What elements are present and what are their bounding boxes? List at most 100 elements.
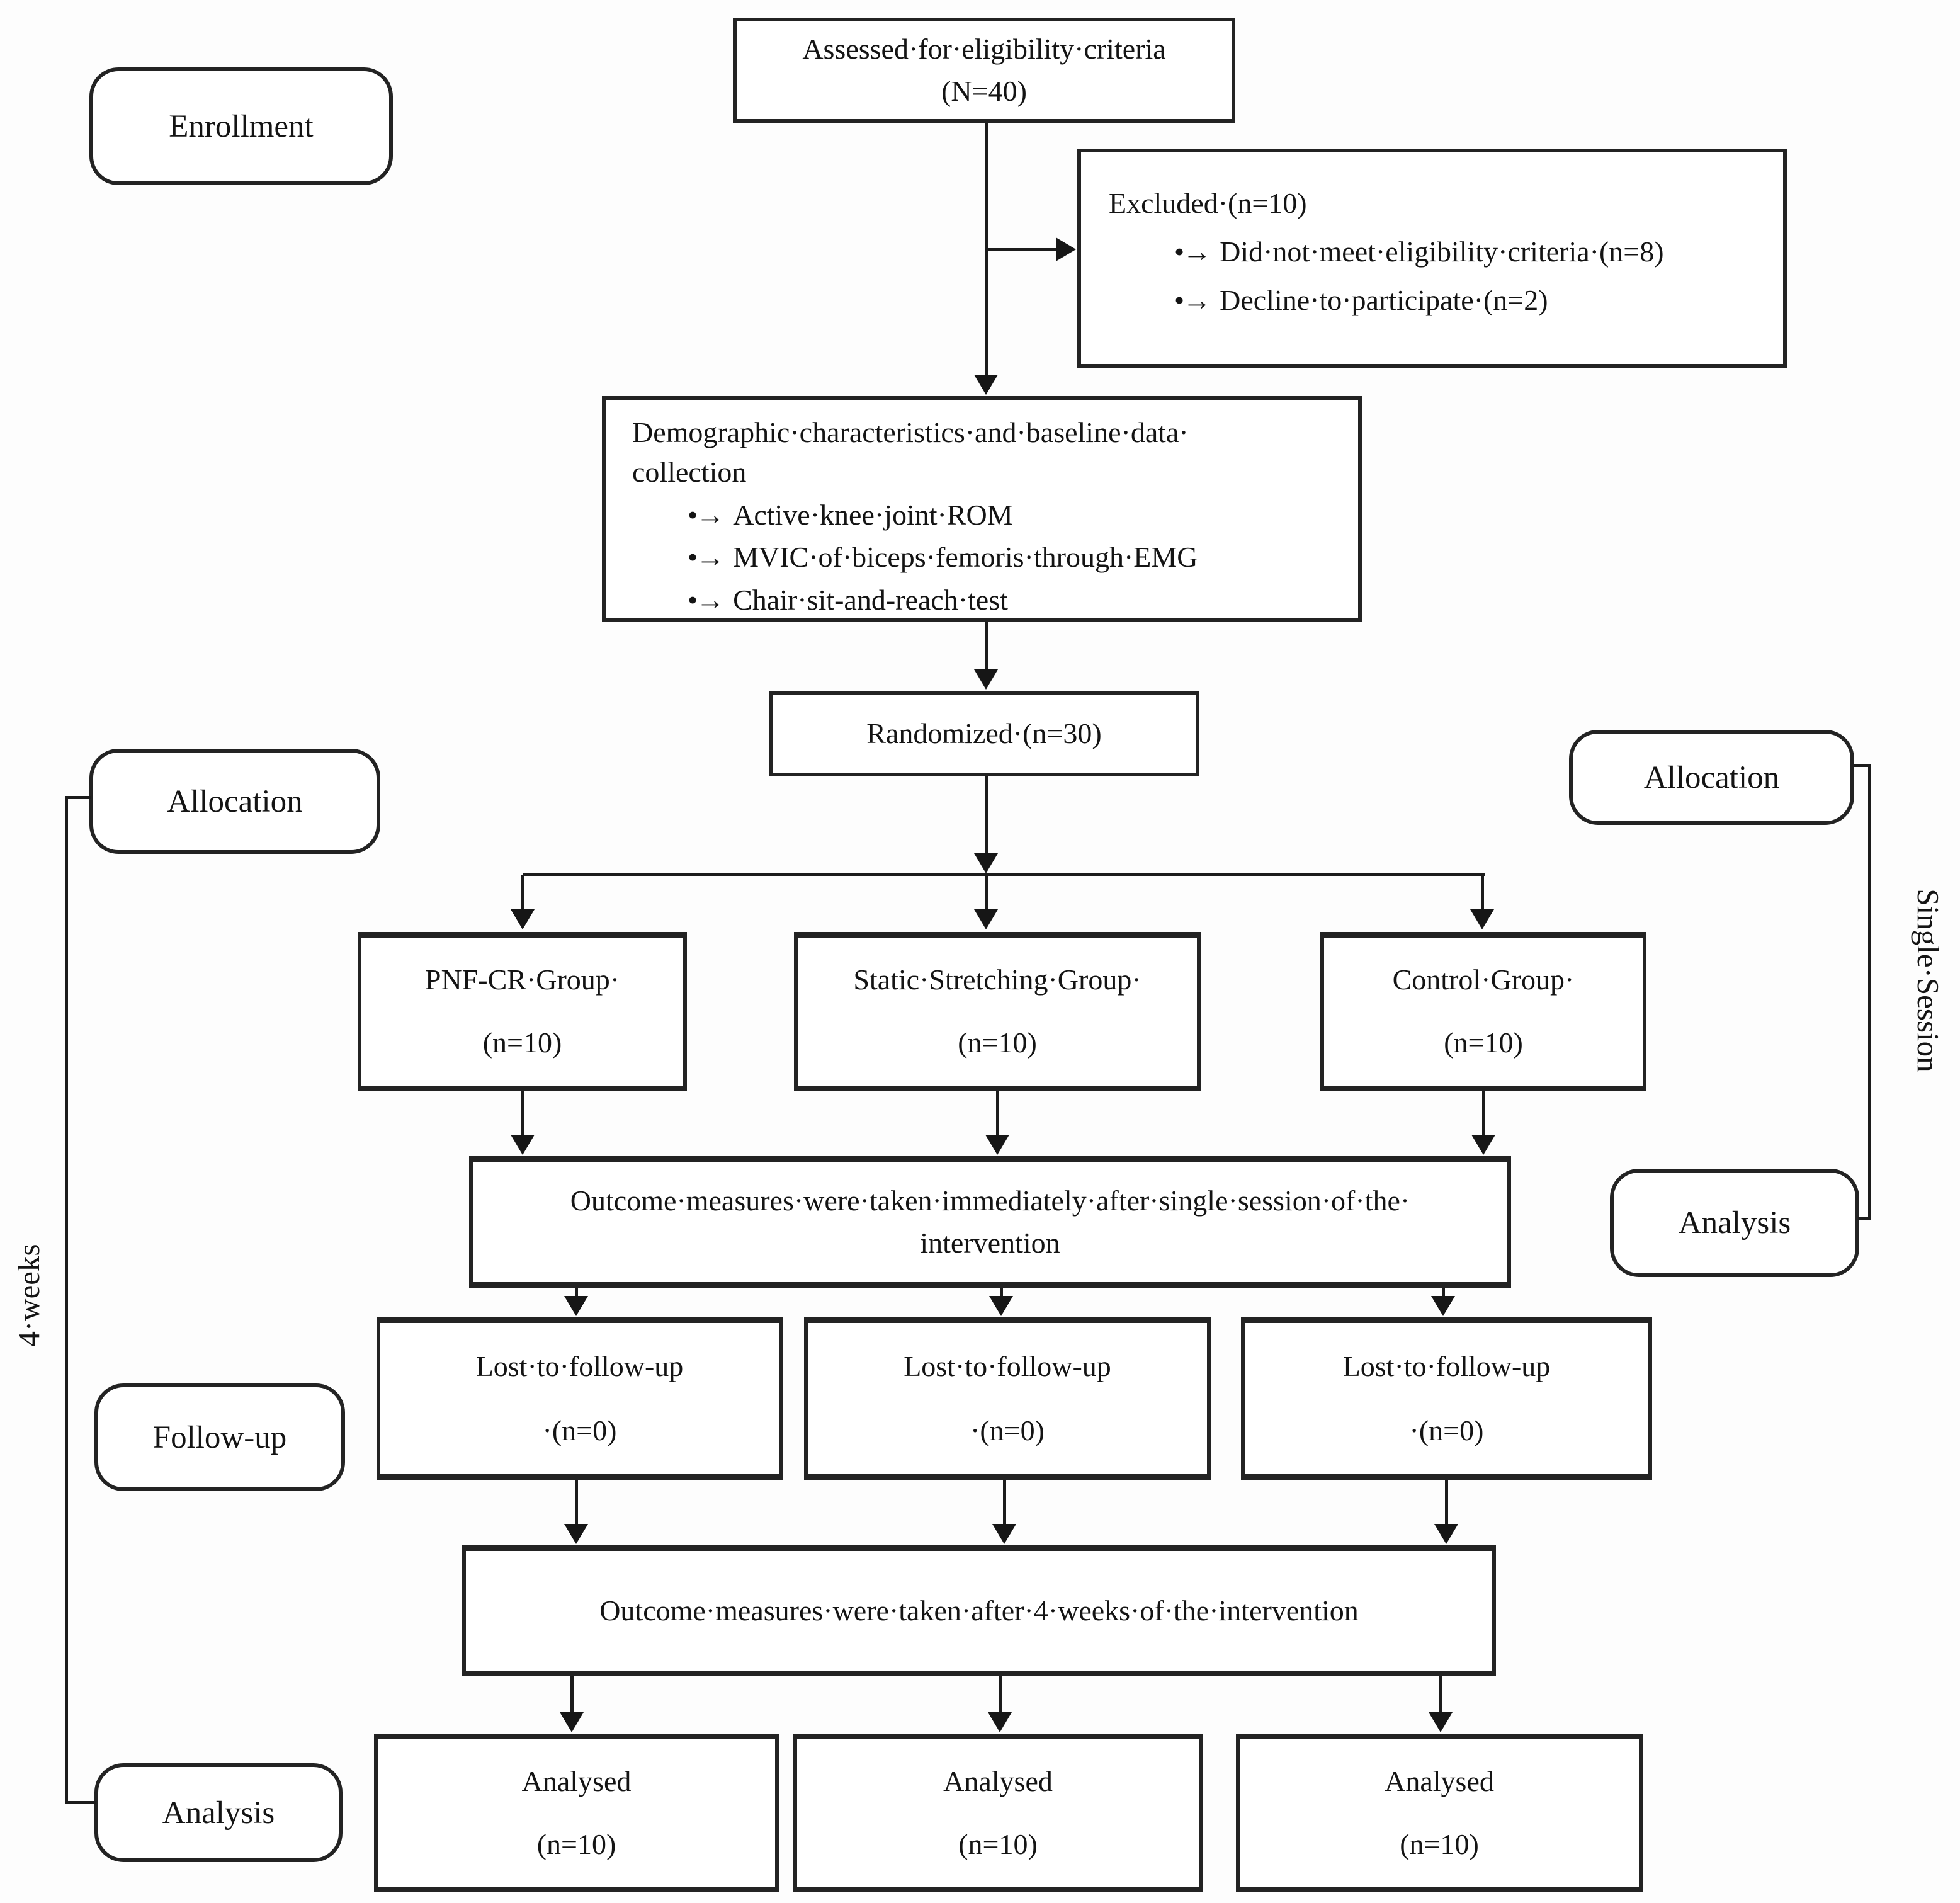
bullet-icon: •→: [1174, 284, 1211, 316]
arrowhead-analysed2: [988, 1712, 1012, 1732]
lost-line1: Lost·to·follow-up: [475, 1349, 684, 1382]
arrowhead-outcome1-left: [511, 1135, 535, 1155]
group-box-static-stretching: Static·Stretching·Group· (n=10): [794, 932, 1201, 1091]
arrowhead-into-excluded: [1056, 237, 1076, 261]
connector-outcome2-to-analysed2: [999, 1676, 1002, 1714]
randomized-box: Randomized·(n=30): [769, 691, 1199, 776]
group-name: Static·Stretching·Group·: [853, 963, 1141, 996]
arrowhead-outcome1-center: [985, 1135, 1009, 1155]
arrowhead-lost3: [1431, 1296, 1455, 1316]
lost-followup-box-2: Lost·to·follow-up ·(n=0): [804, 1317, 1211, 1480]
arrowhead-into-baseline: [974, 375, 998, 395]
connector-outcome1-to-lost1: [575, 1288, 578, 1298]
group-box-pnf-cr: PNF-CR·Group· (n=10): [358, 932, 687, 1091]
baseline-title-line1: Demographic·characteristics·and·baseline…: [632, 416, 1189, 448]
lost-line2: ·(n=0): [1409, 1414, 1484, 1446]
lost-line2: ·(n=0): [542, 1414, 617, 1446]
randomized-label: Randomized·(n=30): [866, 717, 1102, 749]
connector-assessed-to-baseline: [985, 123, 988, 387]
lost-followup-box-1: Lost·to·follow-up ·(n=0): [377, 1317, 783, 1480]
connector-branch-to-control: [1481, 875, 1484, 910]
arrowhead-into-pnf: [511, 909, 535, 929]
excluded-item: Did·not·meet·eligibility·criteria·(n=8): [1220, 236, 1664, 268]
connector-control-to-outcome1: [1482, 1091, 1485, 1135]
baseline-item: MVIC·of·biceps·femoris·through·EMG: [733, 541, 1198, 574]
outcome-single-session-box: Outcome·measures·were·taken·immediately·…: [469, 1156, 1511, 1288]
analysed-box-3: Analysed (n=10): [1236, 1734, 1643, 1892]
bracket-left-vertical: [65, 796, 68, 1804]
arrowhead-lost2: [989, 1296, 1013, 1316]
arrowhead-into-control: [1470, 909, 1494, 929]
excluded-title: Excluded·(n=10): [1109, 187, 1307, 219]
bracket-right-bottom-hook: [1858, 1217, 1871, 1220]
stage-label-analysis-right: Analysis: [1610, 1169, 1859, 1277]
excluded-item: Decline·to·participate·(n=2): [1220, 284, 1548, 316]
connector-randomized-to-branch: [985, 776, 988, 855]
group-n: (n=10): [1444, 1026, 1523, 1059]
arrowhead-outcome2-right: [1434, 1524, 1458, 1544]
excluded-box: Excluded·(n=10) •→ Did·not·meet·eligibil…: [1077, 149, 1787, 368]
bracket-right-top-hook: [1854, 764, 1871, 767]
connector-lost1-to-outcome2: [575, 1480, 578, 1525]
bullet-icon: •→: [1174, 236, 1211, 268]
analysed-box-1: Analysed (n=10): [374, 1734, 779, 1892]
stage-label-allocation-left: Allocation: [89, 749, 380, 854]
outcome-4-weeks-box: Outcome·measures·were·taken·after·4·week…: [462, 1545, 1496, 1676]
bracket-right-vertical: [1868, 764, 1871, 1220]
connector-lost2-to-outcome2: [1003, 1480, 1006, 1525]
arrowhead-outcome1-right: [1471, 1135, 1495, 1155]
analysed-line1: Analysed: [1385, 1764, 1494, 1797]
analysed-line2: (n=10): [958, 1827, 1038, 1860]
lost-line2: ·(n=0): [970, 1414, 1045, 1446]
baseline-item: Chair·sit-and-reach·test: [733, 583, 1008, 616]
group-name: PNF-CR·Group·: [424, 963, 620, 996]
arrowhead-into-randomized: [974, 669, 998, 690]
branch-horizontal-line: [523, 873, 1485, 876]
connector-outcome2-to-analysed1: [570, 1676, 574, 1714]
assessed-line1: Assessed·for·eligibility·criteria: [802, 32, 1166, 65]
baseline-data-box: Demographic·characteristics·and·baseline…: [602, 396, 1362, 622]
connector-outcome1-to-lost3: [1442, 1288, 1445, 1298]
analysed-box-2: Analysed (n=10): [793, 1734, 1203, 1892]
bracket-left-bottom-hook: [65, 1801, 96, 1804]
outcome-4weeks-label: Outcome·measures·were·taken·after·4·week…: [599, 1594, 1359, 1627]
arrowhead-lost1: [564, 1296, 588, 1316]
connector-static-to-outcome1: [996, 1091, 999, 1135]
connector-lost3-to-outcome2: [1445, 1480, 1448, 1525]
outcome-single-line2: intervention: [920, 1226, 1060, 1259]
connector-baseline-to-randomized: [985, 622, 988, 673]
connector-outcome1-to-lost2: [1000, 1288, 1003, 1298]
connector-branch-to-static: [985, 875, 988, 910]
arrowhead-outcome2-center: [992, 1524, 1016, 1544]
group-name: Control·Group·: [1392, 963, 1575, 996]
baseline-title-line2: collection: [632, 456, 747, 489]
stage-label-enrollment: Enrollment: [89, 67, 393, 185]
arrowhead-into-static: [974, 909, 998, 929]
analysed-line2: (n=10): [1400, 1827, 1479, 1860]
analysed-line2: (n=10): [536, 1827, 616, 1860]
group-box-control: Control·Group· (n=10): [1320, 932, 1646, 1091]
lost-line1: Lost·to·follow-up: [904, 1349, 1111, 1382]
lost-followup-box-3: Lost·to·follow-up ·(n=0): [1241, 1317, 1652, 1480]
bracket-left-top-hook: [65, 796, 91, 799]
group-n: (n=10): [482, 1026, 562, 1059]
bullet-icon: •→: [688, 541, 725, 574]
analysed-line1: Analysed: [943, 1764, 1053, 1797]
assessed-line2: (N=40): [941, 74, 1027, 107]
bullet-icon: •→: [688, 583, 725, 616]
lost-line1: Lost·to·follow-up: [1342, 1349, 1551, 1382]
outcome-single-line1: Outcome·measures·were·taken·immediately·…: [570, 1184, 1410, 1217]
analysed-line1: Analysed: [521, 1764, 632, 1797]
baseline-item: Active·knee·joint·ROM: [733, 498, 1013, 531]
arrowhead-analysed1: [560, 1712, 584, 1732]
stage-label-analysis-left: Analysis: [94, 1763, 343, 1862]
connector-branch-to-pnf: [521, 875, 524, 910]
arrowhead-outcome2-left: [564, 1524, 588, 1544]
stage-label-follow-up: Follow-up: [94, 1383, 345, 1491]
connector-outcome2-to-analysed3: [1439, 1676, 1442, 1714]
arrowhead-at-branch: [974, 853, 998, 873]
side-label-4-weeks: 4·weeks: [11, 1244, 46, 1347]
side-label-single-session: Single·Session: [1911, 889, 1946, 1072]
stage-label-allocation-right: Allocation: [1569, 730, 1854, 825]
